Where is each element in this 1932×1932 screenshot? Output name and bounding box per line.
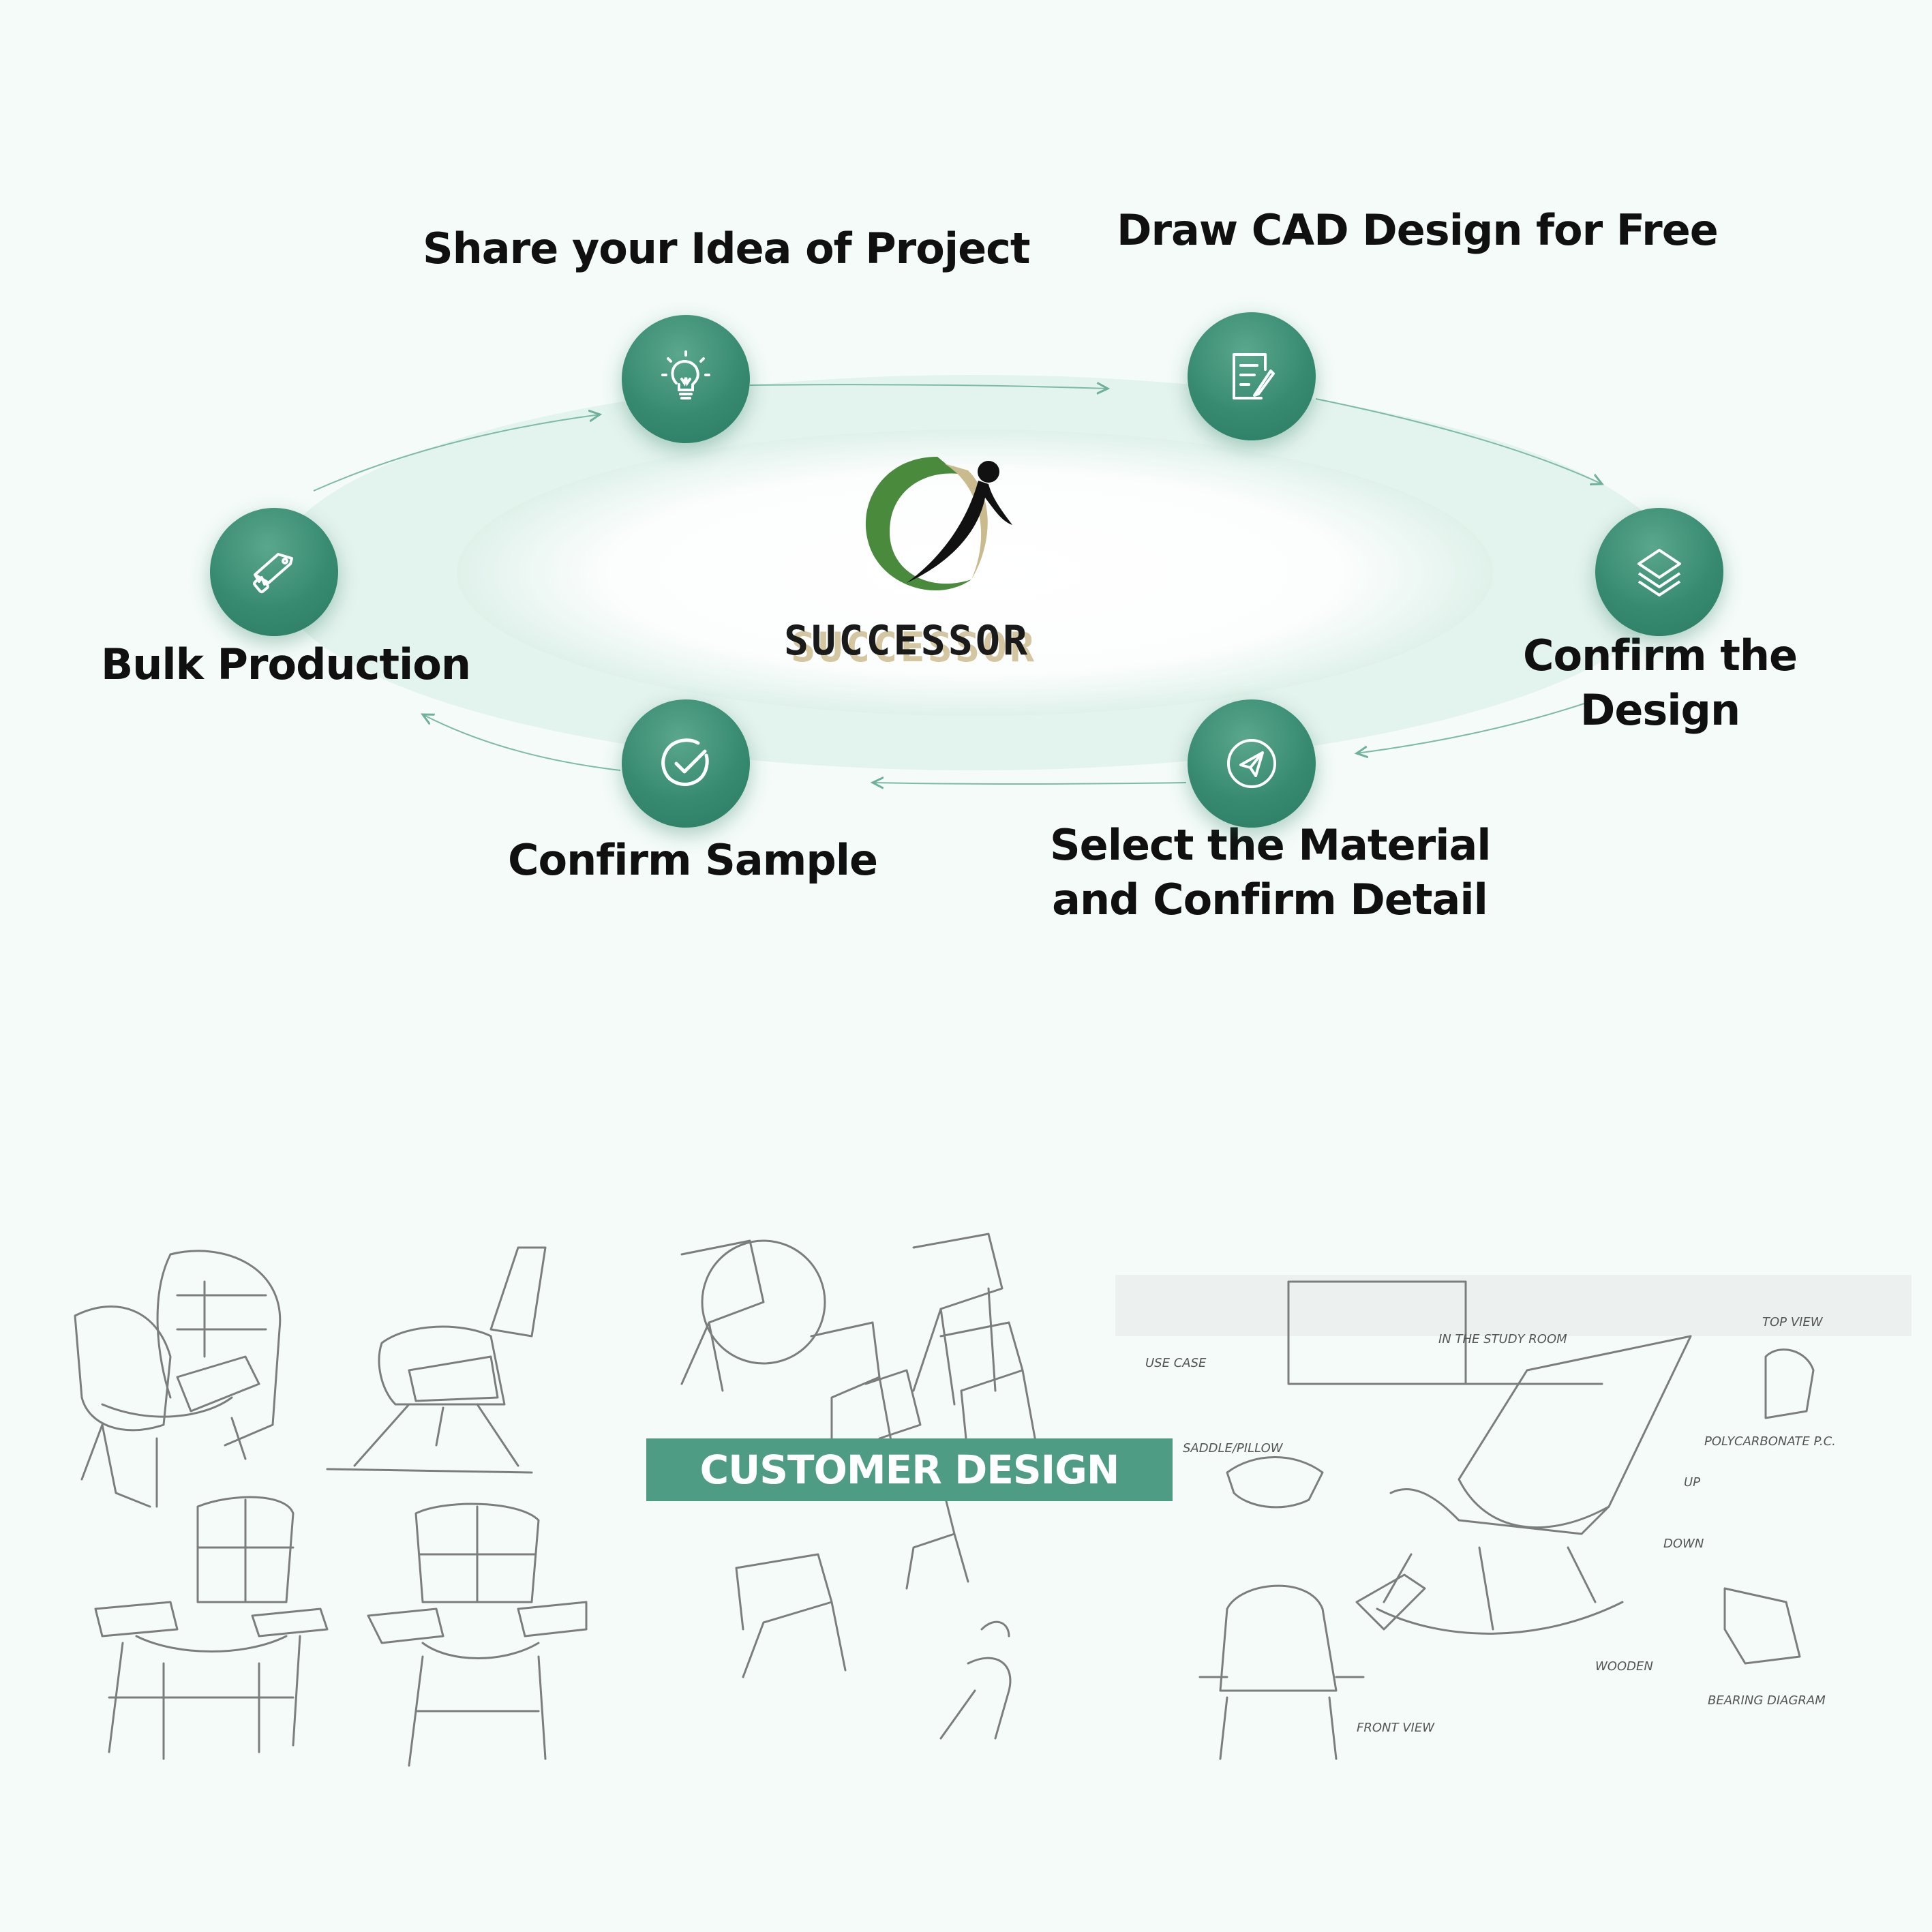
layers-icon bbox=[1628, 541, 1691, 603]
lightbulb-icon bbox=[654, 348, 717, 410]
note-polycarbonate: POLYCARBONATE P.C. bbox=[1704, 1434, 1836, 1449]
step-label-cad: Draw CAD Design for Free bbox=[1117, 203, 1718, 258]
step-label-share: Share your Idea of Project bbox=[423, 222, 1030, 276]
step-label-confirm-design-line2: Design bbox=[1520, 683, 1800, 738]
note-saddle: SADDLE/PILLOW bbox=[1183, 1441, 1284, 1455]
sketch-front-view-chair bbox=[1200, 1586, 1363, 1759]
note-up: UP bbox=[1684, 1475, 1700, 1490]
note-use-case: USE CASE bbox=[1145, 1356, 1207, 1370]
step-node-share bbox=[622, 315, 750, 443]
note-bearing: BEARING DIAGRAM bbox=[1708, 1693, 1826, 1708]
sketch-side-chair bbox=[327, 1248, 545, 1473]
note-front-view: FRONT VIEW bbox=[1357, 1721, 1435, 1735]
saw-icon bbox=[243, 541, 305, 603]
sketch-rocking-chair bbox=[1357, 1336, 1691, 1633]
note-down: DOWN bbox=[1663, 1537, 1704, 1551]
step-label-confirm-design-line1: Confirm the bbox=[1520, 629, 1800, 683]
note-wooden: WOODEN bbox=[1595, 1659, 1653, 1674]
note-study-room: IN THE STUDY ROOM bbox=[1438, 1332, 1567, 1346]
step-label-sample: Confirm Sample bbox=[508, 833, 877, 888]
note-top-view: TOP VIEW bbox=[1762, 1315, 1824, 1329]
process-diagram: SUCCESSOR SUCCESSOR Share your Idea of P… bbox=[0, 0, 1932, 1023]
step-node-confirm-design bbox=[1595, 508, 1723, 636]
step-node-sample bbox=[622, 699, 750, 828]
step-label-material: Select the Material and Confirm Detail bbox=[1050, 818, 1490, 927]
chair-sketches: USE CASE IN THE STUDY ROOM TOP VIEW SADD… bbox=[0, 1220, 1932, 1800]
arrow-material-to-sample bbox=[873, 783, 1186, 784]
sketch-gallery: USE CASE IN THE STUDY ROOM TOP VIEW SADD… bbox=[0, 1220, 1932, 1800]
step-label-material-line1: Select the Material bbox=[1050, 818, 1490, 873]
customer-design-label: CUSTOMER DESIGN bbox=[700, 1447, 1119, 1493]
paper-plane-icon bbox=[1220, 732, 1283, 795]
document-edit-icon bbox=[1220, 345, 1283, 408]
sketch-wingback-chair bbox=[75, 1251, 280, 1507]
step-label-bulk: Bulk Production bbox=[101, 637, 470, 692]
step-node-bulk bbox=[210, 508, 338, 636]
sketch-front-armchair bbox=[368, 1504, 586, 1766]
successor-logo-mark bbox=[849, 443, 1033, 614]
check-circle-icon bbox=[654, 732, 717, 795]
sketch-tall-armchair bbox=[95, 1497, 327, 1759]
step-node-cad bbox=[1188, 312, 1316, 440]
logo-text: SUCCESSOR bbox=[784, 617, 1030, 665]
step-label-material-line2: and Confirm Detail bbox=[1050, 873, 1490, 927]
step-label-confirm-design: Confirm the Design bbox=[1520, 629, 1800, 738]
customer-design-banner: CUSTOMER DESIGN bbox=[646, 1438, 1173, 1501]
step-node-material bbox=[1188, 699, 1316, 828]
